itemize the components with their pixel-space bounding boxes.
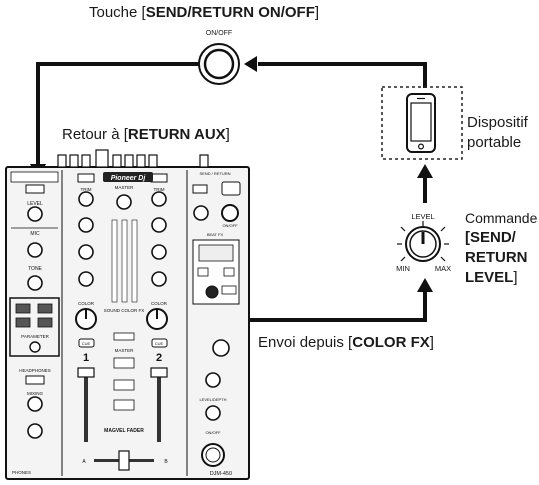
crossfader[interactable] (118, 450, 130, 471)
ch2-trim-knob[interactable] (151, 191, 167, 207)
brand-text: Pioneer Dj (111, 175, 147, 182)
arrow-head-button (244, 56, 257, 72)
ch1-cue-button[interactable] (78, 338, 95, 348)
magvel-text: MAGVEL FADER (104, 428, 144, 434)
ch2-mid-knob[interactable] (151, 244, 167, 260)
arrow-head-device (417, 164, 433, 178)
level-meters (111, 219, 138, 303)
parameter-text: PARAMETER (21, 334, 49, 339)
tone-text: TONE (28, 266, 42, 272)
mixer-on-off-text: ON/OFF (222, 223, 238, 228)
ch1-trim-text: TRIM (81, 187, 92, 192)
ch2-cue-text: CUE (155, 341, 164, 346)
send-return-section-text: SEND / RETURN (199, 171, 230, 176)
mic-level-knob[interactable] (27, 242, 43, 258)
ch1-fader[interactable] (77, 367, 95, 378)
ch1-cue-text: CUE (82, 341, 91, 346)
return-aux-label: Retour à [RETURN AUX] (62, 126, 230, 143)
djm-450-mixer: LEVEL MIC TONE PARAMETER HEADPHONES MIXI… (5, 149, 250, 480)
master-cue-text: MASTER (115, 348, 135, 353)
send-return-level-label: Commande [SEND/ RETURN LEVEL] (465, 210, 538, 286)
pioneer-logo (103, 172, 153, 182)
knob-min-text: MIN (396, 264, 410, 273)
level-depth-text: LEVEL/DEPTH (199, 397, 226, 402)
ch1-number: 1 (83, 352, 89, 364)
device-dashed-box (381, 86, 463, 160)
portable-device-label: Dispositif portable (467, 114, 528, 151)
headphones-mixing-knob[interactable] (27, 396, 43, 412)
mic-tone-knob[interactable] (27, 275, 43, 291)
ch1-low-knob[interactable] (78, 271, 94, 287)
cross-b-text: B (164, 459, 168, 465)
cross-a-text: A (82, 459, 86, 465)
knob-level-text: LEVEL (411, 212, 434, 221)
sound-color-fx-text: SOUND COLOR FX (104, 308, 145, 313)
beat-fx-text: BEAT FX (207, 232, 224, 237)
color-fx-send-label: Envoi depuis [COLOR FX] (258, 334, 434, 351)
arrow-head-knob (417, 278, 433, 292)
ch2-cue-button[interactable] (151, 338, 168, 348)
ch2-fader[interactable] (150, 367, 168, 378)
on-off-small-label: ON/OFF (206, 30, 232, 37)
fx-on-off-text: ON/OFF (205, 430, 221, 435)
ch2-low-knob[interactable] (151, 271, 167, 287)
ch2-color-text: COLOR (151, 301, 168, 306)
mixer-on-off-button[interactable] (221, 204, 239, 222)
headphones-level-knob[interactable] (27, 423, 43, 439)
parameter-knob[interactable] (29, 341, 41, 353)
headphones-text: HEADPHONES (19, 368, 51, 373)
knob-max-text: MAX (435, 264, 451, 273)
master-level-knob[interactable] (116, 194, 132, 210)
send-return-level-knob[interactable] (397, 221, 449, 262)
level-depth-knob[interactable] (205, 405, 221, 421)
mixer-level-text: LEVEL (27, 201, 43, 207)
fx-button-group (9, 297, 60, 357)
model-text: DJM-450 (210, 471, 232, 477)
master-text: MASTER (115, 185, 135, 190)
ch1-color-text: COLOR (78, 301, 95, 306)
return-level-knob[interactable] (27, 206, 43, 222)
mixing-text: MIXING (27, 391, 44, 396)
ch2-number: 2 (156, 352, 162, 364)
ch1-trim-knob[interactable] (78, 191, 94, 207)
ch1-hi-knob[interactable] (78, 217, 94, 233)
beat-fx-channel-knob[interactable] (205, 372, 221, 388)
tap-button[interactable] (205, 285, 219, 299)
mixer-send-return-level-knob[interactable] (193, 205, 209, 221)
ch2-trim-text: TRIM (154, 187, 165, 192)
beat-fx-display (198, 244, 234, 262)
smartphone-icon (406, 93, 436, 153)
beat-right-button[interactable] (223, 267, 235, 277)
send-return-on-off-button[interactable] (198, 43, 240, 85)
mic-text: MIC (30, 231, 40, 237)
ch1-mid-knob[interactable] (78, 244, 94, 260)
beat-fx-select-knob[interactable] (212, 339, 230, 357)
ch2-hi-knob[interactable] (151, 217, 167, 233)
phones-text: PHONES (12, 470, 31, 475)
beat-left-button[interactable] (197, 267, 209, 277)
send-return-button-label: Touche [SEND/RETURN ON/OFF] (89, 4, 320, 21)
